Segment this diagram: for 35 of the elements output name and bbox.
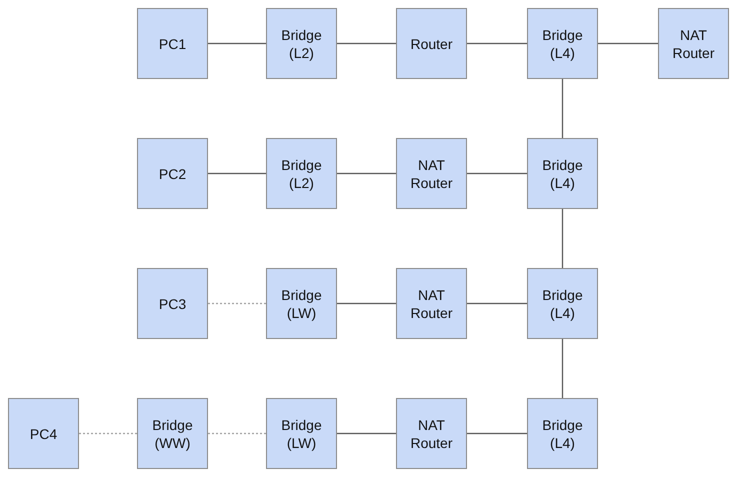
dotted-connector: [79, 432, 137, 434]
network-device-box: NAT Router: [396, 398, 467, 469]
network-device-box: PC1: [137, 8, 208, 79]
network-device-box: Bridge (L2): [266, 8, 337, 79]
network-device-box: Bridge (LW): [266, 398, 337, 469]
connector-line: [337, 432, 396, 434]
connector-line: [337, 172, 396, 174]
network-device-box: Bridge (L4): [527, 398, 598, 469]
connector-line: [562, 339, 564, 398]
network-device-box: PC3: [137, 268, 208, 339]
dotted-connector: [208, 302, 266, 304]
network-device-box: Bridge (L4): [527, 138, 598, 209]
network-device-box: Bridge (LW): [266, 268, 337, 339]
connector-line: [562, 209, 564, 268]
network-device-box: PC4: [8, 398, 79, 469]
connector-line: [337, 42, 396, 44]
connector-line: [208, 42, 266, 44]
network-device-box: NAT Router: [396, 138, 467, 209]
connector-line: [467, 42, 527, 44]
network-device-box: Bridge (L4): [527, 8, 598, 79]
network-device-box: PC2: [137, 138, 208, 209]
connector-line: [467, 432, 527, 434]
network-device-box: Bridge (L4): [527, 268, 598, 339]
connector-line: [467, 172, 527, 174]
network-device-box: NAT Router: [658, 8, 729, 79]
connector-line: [208, 172, 266, 174]
network-device-box: Bridge (L2): [266, 138, 337, 209]
dotted-connector: [208, 432, 266, 434]
network-device-box: Router: [396, 8, 467, 79]
connector-line: [562, 79, 564, 138]
connector-line: [467, 302, 527, 304]
connector-line: [337, 302, 396, 304]
network-device-box: NAT Router: [396, 268, 467, 339]
connector-line: [598, 42, 658, 44]
network-device-box: Bridge (WW): [137, 398, 208, 469]
